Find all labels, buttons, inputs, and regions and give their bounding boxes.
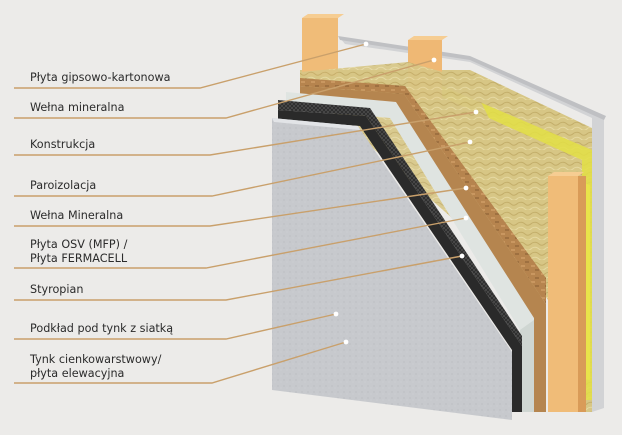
label-paroizolacja: Paroizolacja [30, 179, 96, 193]
label-line: Płyta OSV (MFP) / [30, 238, 128, 251]
label-welna-2: Wełna Mineralna [30, 209, 123, 223]
leader-dots [333, 41, 479, 345]
label-welna-1: Wełna mineralna [30, 101, 124, 115]
label-plyta-gk: Płyta gipsowo-kartonowa [30, 71, 170, 85]
label-line: Konstrukcja [30, 138, 96, 151]
timber-studs [302, 14, 586, 412]
label-konstrukcja: Konstrukcja [30, 138, 95, 152]
label-line: Wełna mineralna [30, 101, 125, 114]
label-osb: Płyta OSV (MFP) / Płyta FERMACELL [30, 238, 127, 266]
plaster-edge [272, 118, 360, 130]
label-line: płyta elewacyjna [30, 367, 125, 380]
label-line: Tynk cienkowarstwowy/ [30, 353, 162, 366]
label-tynk: Tynk cienkowarstwowy/ płyta elewacyjna [30, 353, 161, 381]
wool-cavity [300, 70, 592, 412]
label-line: Paroizolacja [30, 179, 97, 192]
label-line: Podkład pod tynk z siatką [30, 322, 174, 335]
leader-lines [14, 43, 477, 384]
label-podklad: Podkład pod tynk z siatką [30, 322, 173, 336]
osb-face [300, 86, 546, 412]
label-line: Styropian [30, 283, 84, 296]
styrofoam-texture [520, 320, 534, 412]
mesh-face [278, 110, 522, 412]
label-styropian: Styropian [30, 283, 83, 297]
styrofoam-layer [286, 92, 534, 412]
label-line: Płyta FERMACELL [30, 252, 128, 265]
label-line: Wełna Mineralna [30, 209, 124, 222]
label-line: Płyta gipsowo-kartonowa [30, 71, 171, 84]
